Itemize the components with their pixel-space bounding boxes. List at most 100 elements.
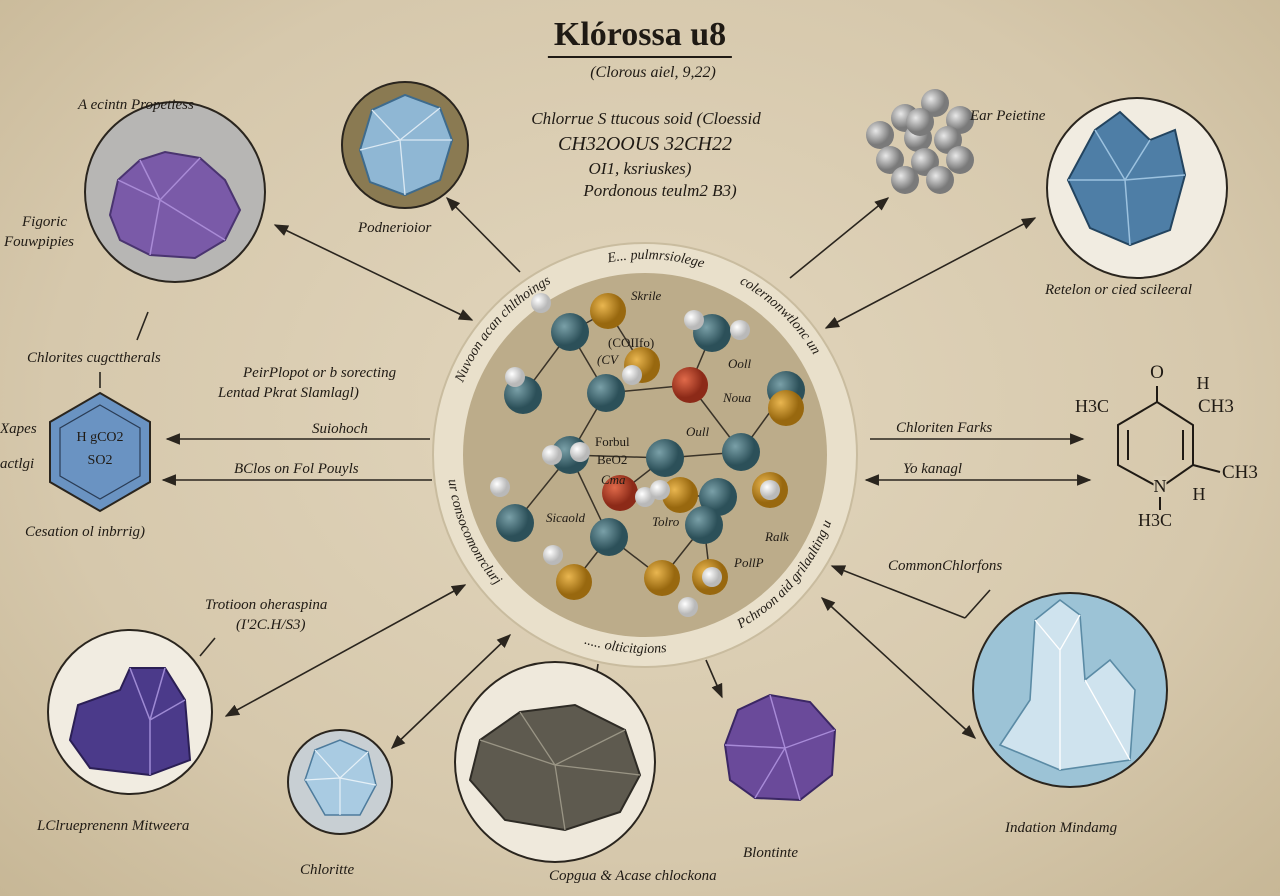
- sulfur-atom: [590, 293, 626, 329]
- amethyst-cluster-icon: [47, 629, 213, 795]
- page-title: Klórossa u8: [547, 16, 733, 58]
- molecule-label: (CV: [597, 352, 618, 367]
- molecule-label: Oull: [686, 424, 710, 439]
- header-line-4: Pordonous teulm2 B3): [583, 181, 737, 200]
- hydrogen-atom: [490, 477, 510, 497]
- oxygen-atom: [672, 367, 708, 403]
- sphere: [946, 146, 974, 174]
- carbon-atom: [699, 478, 737, 516]
- arrow: [820, 597, 977, 739]
- label-hex-caption: Cesation ol inbrrig): [25, 524, 146, 540]
- oxygen-atom: [602, 475, 638, 511]
- label-hex-left-2: actlgi: [0, 456, 35, 472]
- label-indation: Indation Mindamg: [1005, 820, 1118, 836]
- molecule-label: Cma: [601, 472, 626, 487]
- label-common: CommonChlorfons: [888, 558, 1003, 574]
- carbon-atom: [496, 504, 534, 542]
- pyridine-h-top: H: [1196, 373, 1210, 393]
- molecule-label: Forbul: [595, 434, 630, 449]
- sphere: [921, 89, 949, 117]
- molecule-label: Sicaold: [546, 510, 585, 525]
- sulfur-atom: [768, 390, 804, 426]
- pyridine-h-bottom: H: [1192, 484, 1206, 504]
- carbon-atom: [685, 506, 723, 544]
- label-chloritte: Chloritte: [300, 862, 355, 878]
- hydrogen-atom: [678, 597, 698, 617]
- arrow: [824, 217, 1037, 329]
- carbon-atom: [590, 518, 628, 556]
- molecule-label: Noua: [723, 390, 752, 405]
- hydrogen-atom: [542, 445, 562, 465]
- purple-mineral-icon: [84, 101, 266, 283]
- molecule-label: PollP: [734, 555, 764, 570]
- hydrogen-atom: [684, 310, 704, 330]
- hydrogen-atom: [635, 487, 655, 507]
- hydrogen-atom: [702, 567, 722, 587]
- pyridine-h3c-bottom: H3C: [1137, 510, 1173, 530]
- label-top-left-heading: A ecintn Propetiess: [78, 97, 194, 113]
- chloritte-crystal-icon: [287, 729, 393, 835]
- carbon-atom: [551, 313, 589, 351]
- pyridine-ch3-top: CH3: [1198, 396, 1234, 417]
- molecule-label: Ooll: [728, 356, 752, 371]
- sulfur-atom: [662, 477, 698, 513]
- arrow: [224, 584, 467, 717]
- label-peirplopot-1: PeirPlopot or b sorecting: [243, 365, 397, 381]
- label-peirplopot-2: Lentad Pkrat Slamlagl): [218, 385, 359, 401]
- arrow: [705, 659, 723, 699]
- hexagon-compound-icon: [49, 391, 151, 513]
- sphere: [876, 146, 904, 174]
- molecule-label: Tolro: [652, 514, 680, 529]
- pyridine-h3c: H3C: [1075, 396, 1110, 416]
- arrow-label-suiohoch: Suiohoch: [312, 421, 368, 437]
- arrow: [273, 224, 474, 321]
- hydrogen-atom: [531, 293, 551, 313]
- header-line-2: CH32OOUS 32CH22: [558, 133, 732, 155]
- hydrogen-atom: [760, 480, 780, 500]
- sphere: [891, 166, 919, 194]
- label-figoric-1: Figoric: [22, 214, 67, 230]
- label-trotioon-2: (I'2C.H/S3): [236, 617, 306, 633]
- carbon-atom: [587, 374, 625, 412]
- ice-crystal-icon: [972, 592, 1168, 788]
- arrow: [445, 196, 521, 273]
- header-line-3: OI1, ksriuskes): [588, 159, 692, 178]
- molecule-label: BeO2: [597, 452, 628, 467]
- arrow-label-yokanagl: Yo kanagl: [903, 461, 963, 477]
- sulfur-atom: [644, 560, 680, 596]
- label-spheres: Ear Peietine: [970, 108, 1046, 124]
- label-copgua: Copgua & Acase chlockona: [549, 868, 717, 884]
- pyridine-o: O: [1150, 362, 1164, 383]
- hydrogen-atom: [730, 320, 750, 340]
- hydrogen-atom: [543, 545, 563, 565]
- blue-mineral-icon: [1046, 97, 1228, 279]
- hydrogen-atom: [622, 365, 642, 385]
- label-blontinte: Blontinte: [743, 845, 798, 861]
- arrow: [390, 634, 512, 749]
- blue-crystal-icon: [341, 81, 469, 209]
- label-small-crystal: Podnerioior: [358, 220, 432, 236]
- arrow-label-bclos: BClos on Fol Pouyls: [234, 461, 359, 477]
- subtitle: (Clorous aiel, 9,22): [590, 64, 716, 81]
- gray-spheres-icon: [866, 89, 974, 194]
- molecule-model: [490, 293, 805, 617]
- header-line-1: Chlorrue S ttucous soid (Cloessid: [531, 109, 761, 128]
- label-hex-left-1: Xapes: [0, 421, 37, 437]
- carbon-atom: [646, 439, 684, 477]
- sulfur-atom: [556, 564, 592, 600]
- hex-formula-2: SO2: [87, 453, 113, 468]
- sphere: [926, 166, 954, 194]
- sphere: [906, 108, 934, 136]
- central-molecule-ring: Nuvoon acan chlthoings E... pulmrsiolege…: [432, 242, 858, 668]
- hex-formula-1: H gCO2: [76, 430, 124, 445]
- sphere: [866, 121, 894, 149]
- pyridine-n: N: [1153, 476, 1167, 497]
- label-top-right: Retelon or cied scileeral: [1045, 282, 1193, 298]
- molecule-label: Ralk: [765, 529, 789, 544]
- arrow-label-chloriten: Chloriten Farks: [896, 420, 993, 436]
- carbon-atom: [722, 433, 760, 471]
- hydrogen-atom: [570, 442, 590, 462]
- label-bottom-left: LClrueprenenn Mitweera: [37, 818, 190, 834]
- arrow: [789, 197, 890, 279]
